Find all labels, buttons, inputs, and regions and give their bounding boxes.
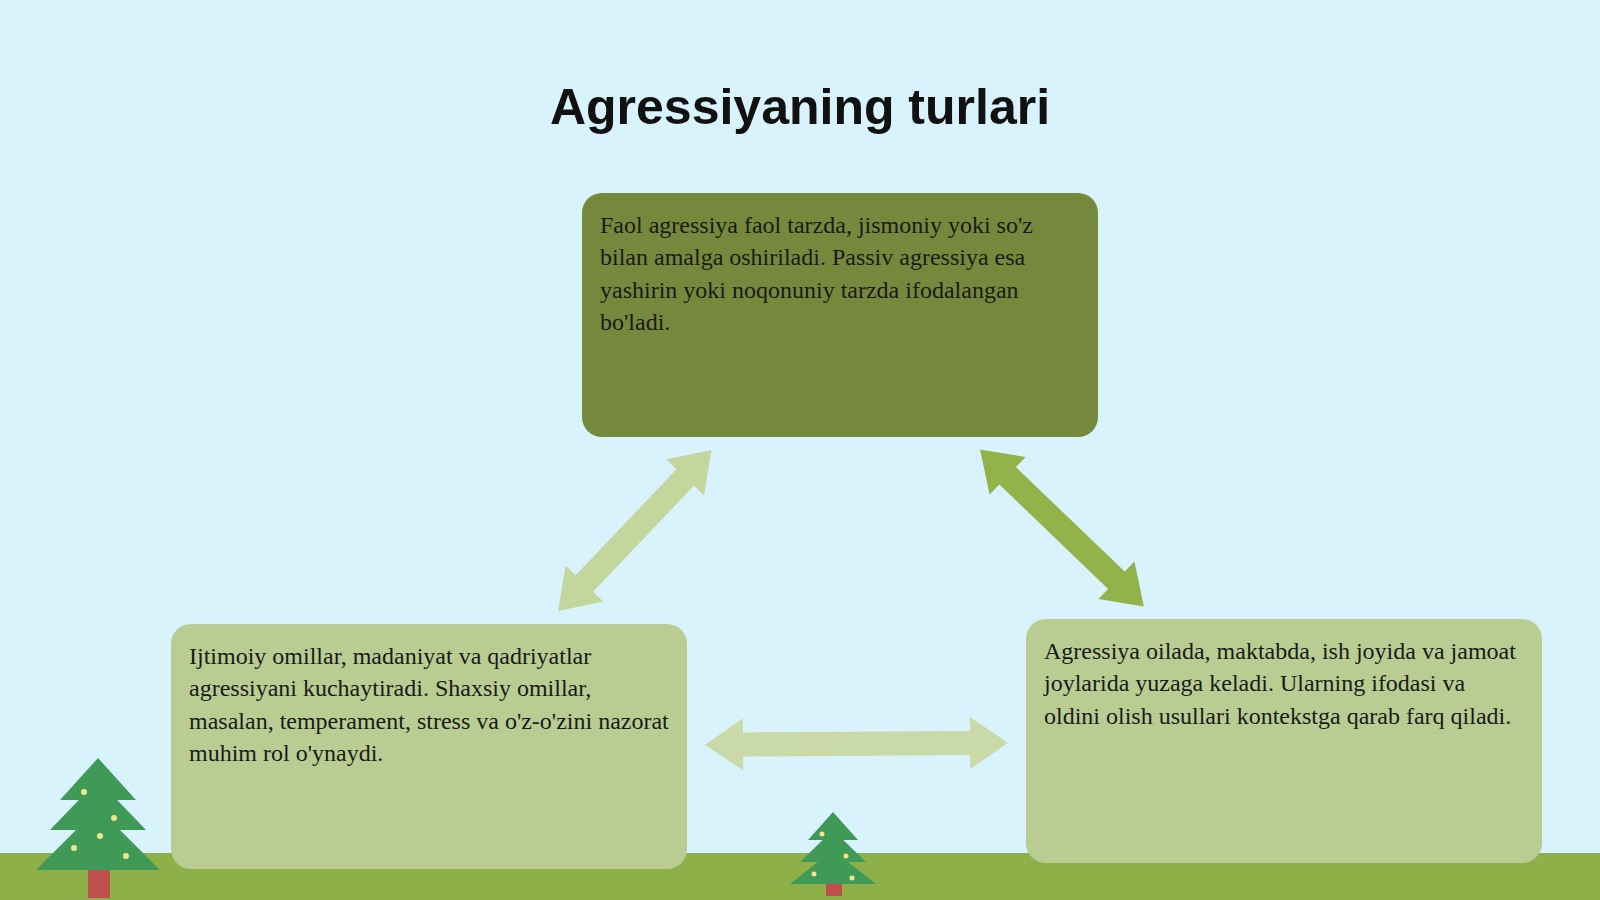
double-arrow xyxy=(980,450,1144,607)
box-text: Agressiya oilada, maktabda, ish joyida v… xyxy=(1044,635,1524,732)
pine-tree xyxy=(790,812,876,896)
box-text: Ijtimoiy omillar, madaniyat va qadriyatl… xyxy=(189,640,669,770)
double-arrow xyxy=(558,450,711,611)
double-arrow xyxy=(705,717,1008,771)
context-box: Agressiya oilada, maktabda, ish joyida v… xyxy=(1026,619,1542,863)
factor-box: Ijtimoiy omillar, madaniyat va qadriyatl… xyxy=(171,624,687,869)
pine-tree xyxy=(36,758,160,898)
box-text: Faol agressiya faol tarzda, jismoniy yok… xyxy=(600,209,1080,339)
type-box: Faol agressiya faol tarzda, jismoniy yok… xyxy=(582,193,1098,437)
slide-title: Agressiyaning turlari xyxy=(0,78,1600,136)
